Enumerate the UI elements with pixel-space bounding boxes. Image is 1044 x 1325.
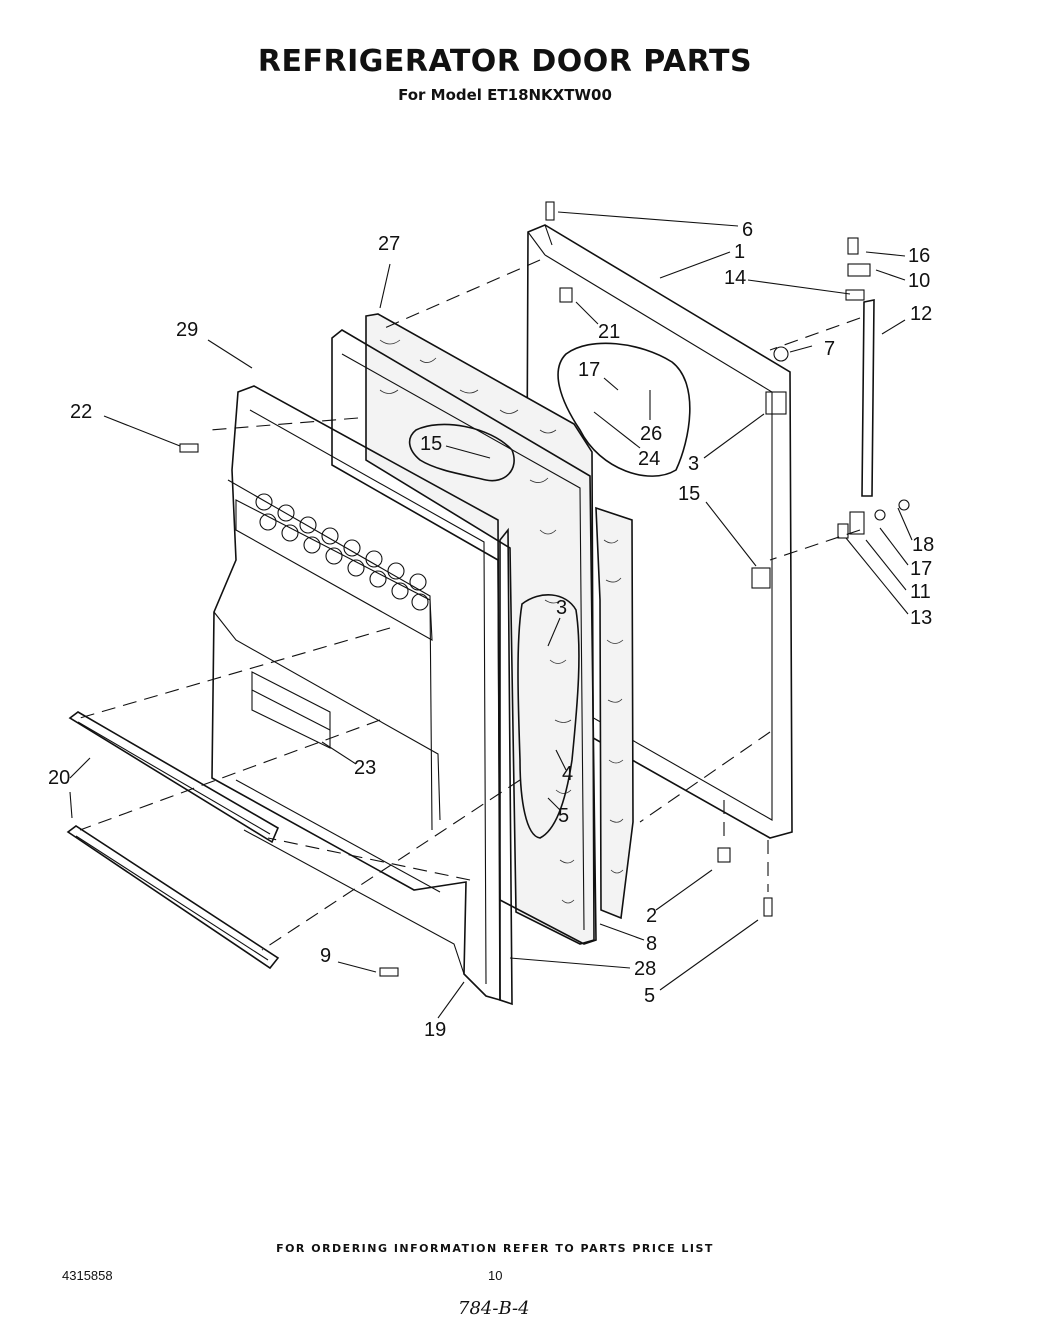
callout-1: 1 — [734, 241, 745, 263]
foam-liner-panel — [365, 313, 595, 945]
assembly-lines — [79, 259, 861, 951]
part-number: 4315858 — [62, 1268, 113, 1283]
callout-21: 21 — [598, 321, 620, 343]
callout-3-inset: 3 — [556, 597, 567, 619]
callout-14: 14 — [724, 267, 746, 289]
callout-29: 29 — [176, 319, 198, 341]
callout-18: 18 — [912, 534, 934, 556]
callout-22: 22 — [70, 401, 92, 423]
callout-13: 13 — [910, 607, 932, 629]
callout-23: 23 — [354, 757, 376, 779]
callout-26: 26 — [640, 423, 662, 445]
callout-5-inset: 5 — [558, 805, 569, 827]
callout-10: 10 — [908, 270, 930, 292]
callout-16: 16 — [908, 245, 930, 267]
hinge-hardware — [179, 201, 910, 977]
callout-3-right: 3 — [688, 453, 699, 475]
page-title: REFRIGERATOR DOOR PARTS — [257, 44, 753, 79]
callout-20: 20 — [48, 767, 70, 789]
callout-15-right: 15 — [678, 483, 700, 505]
page-number: 10 — [488, 1268, 503, 1283]
callout-11: 11 — [910, 581, 931, 603]
callout-17-upper: 17 — [578, 359, 600, 381]
callout-28: 28 — [634, 958, 656, 980]
callout-19: 19 — [424, 1019, 446, 1041]
inner-door-liner — [211, 385, 501, 1002]
callout-7: 7 — [824, 338, 835, 360]
ordering-note: FOR ORDERING INFORMATION REFER TO PARTS … — [276, 1242, 714, 1255]
detail-insets — [408, 342, 691, 839]
callout-17-lower: 17 — [910, 558, 932, 580]
callout-labels: 6 1 27 16 14 10 12 29 21 7 17 22 15 26 2… — [48, 219, 934, 1041]
callout-12: 12 — [910, 303, 932, 325]
leader-lines — [69, 211, 913, 1019]
callout-2: 2 — [646, 905, 657, 927]
callout-5-lower: 5 — [644, 985, 655, 1007]
handwritten-note: 784-B-4 — [458, 1298, 530, 1319]
callout-24: 24 — [638, 448, 660, 470]
callout-6: 6 — [742, 219, 753, 241]
shelf-rails — [66, 711, 280, 970]
callout-8: 8 — [646, 933, 657, 955]
door-foam-insulation — [595, 506, 634, 920]
callout-15-inset: 15 — [420, 433, 442, 455]
model-subtitle: For Model ET18NKXTW00 — [398, 86, 612, 104]
callout-4: 4 — [562, 763, 573, 785]
callout-9: 9 — [320, 945, 331, 967]
egg-tray-cups — [255, 493, 429, 611]
callout-27: 27 — [378, 233, 400, 255]
